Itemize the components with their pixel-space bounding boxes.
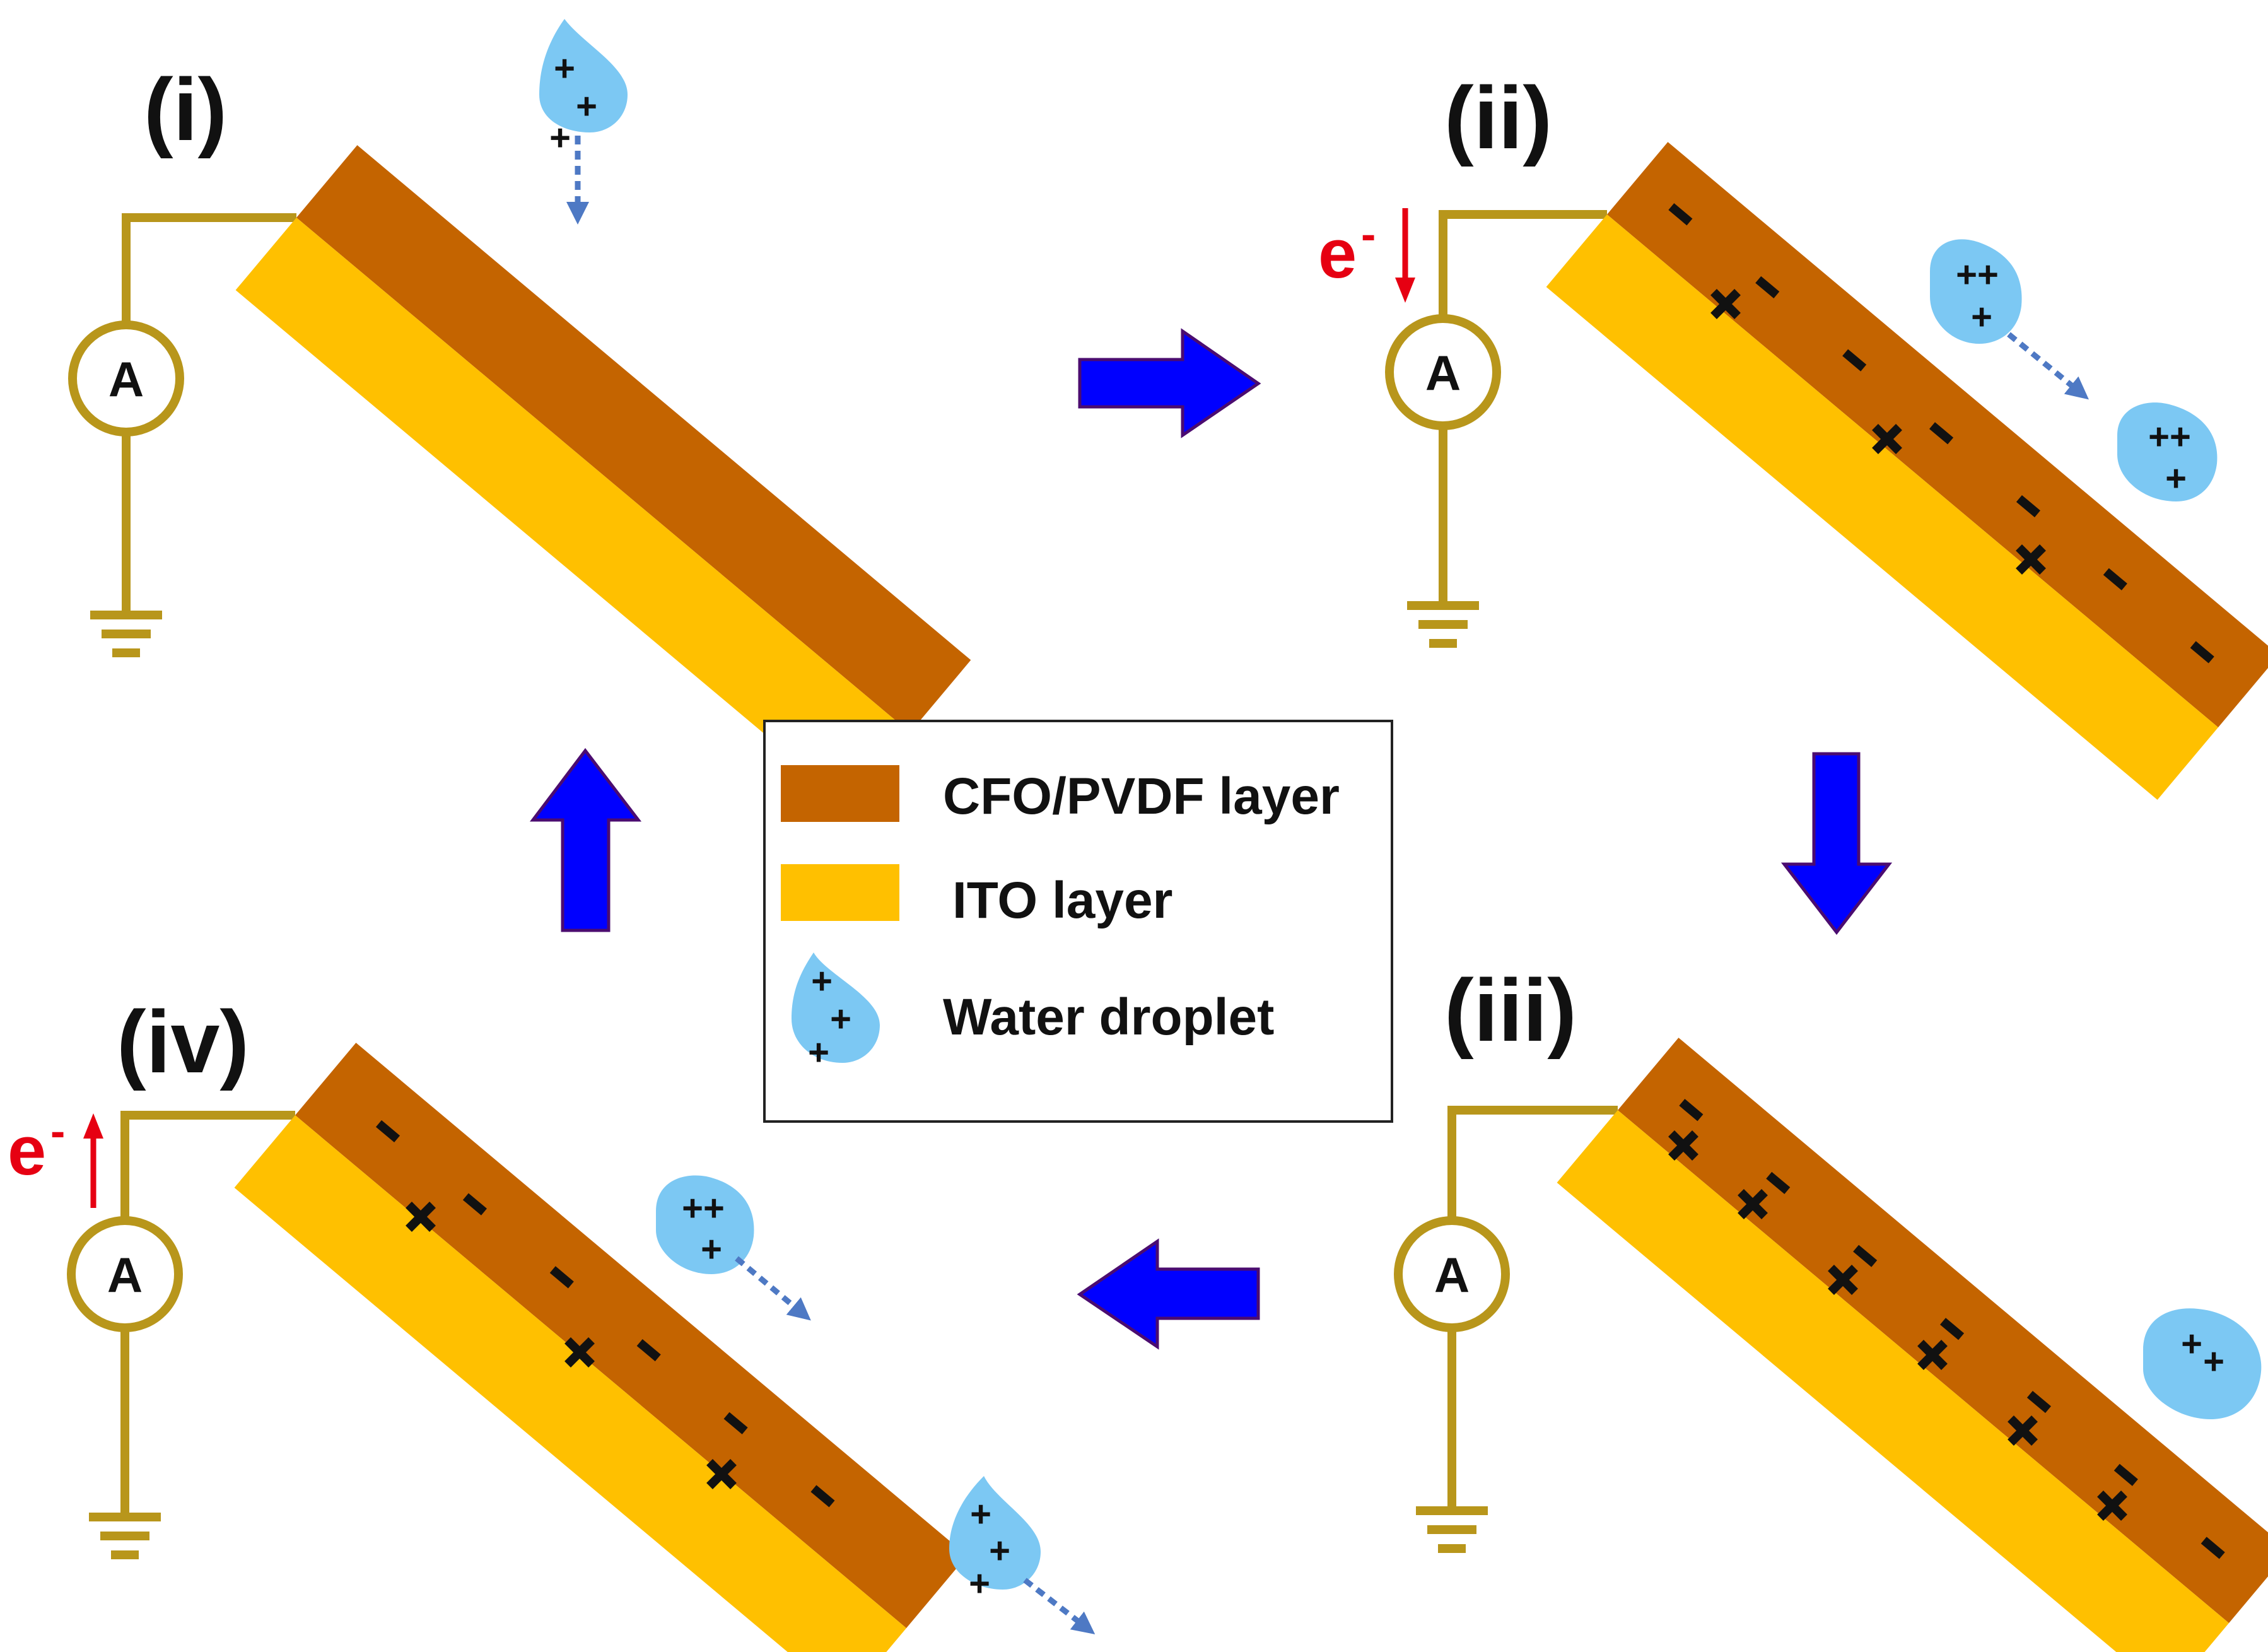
svg-text:e: e (8, 1112, 46, 1190)
water-droplet: + + + (949, 1476, 1041, 1604)
svg-text:+: + (969, 1563, 990, 1604)
electron-flow-up: e - (8, 1106, 103, 1208)
panel-iii: (iii) A (1394, 961, 2268, 1652)
legend-label-droplet: Water droplet (943, 988, 1274, 1046)
ito-layer (235, 218, 910, 805)
svg-text:e: e (1318, 215, 1357, 293)
ammeter-label: A (1434, 1247, 1470, 1303)
electron-flow-down: e - (1318, 208, 1415, 303)
svg-text:+: + (549, 117, 571, 158)
ammeter (68, 320, 184, 436)
panel-label-iv: (iv) (117, 992, 249, 1091)
svg-text:+: + (830, 999, 851, 1040)
ammeter-label: A (107, 1247, 143, 1303)
svg-text:+: + (554, 48, 575, 89)
legend: CFO/PVDF layer ITO layer + + + Water dro… (763, 720, 1393, 1123)
svg-text:+: + (576, 86, 597, 127)
legend-label-ito: ITO layer (952, 872, 1172, 929)
arrow-down-icon (1780, 752, 1893, 935)
legend-label-cfo: CFO/PVDF layer (943, 768, 1340, 825)
svg-text:++: ++ (2148, 416, 2191, 457)
panel-label-iii: (iii) (1444, 961, 1577, 1060)
panel-i: (i) A + + + (68, 19, 971, 805)
positive-charges-ito (1668, 1130, 2127, 1521)
svg-text:+: + (808, 1032, 829, 1073)
layer-stack-iv (234, 1043, 967, 1652)
cycle-arrows (529, 328, 1893, 1350)
ammeter (67, 1216, 183, 1332)
legend-droplet-icon: + + + (792, 952, 880, 1073)
svg-text:+: + (989, 1530, 1010, 1571)
ammeter (1394, 1216, 1510, 1332)
panel-label-i: (i) (144, 60, 227, 159)
svg-text:+: + (701, 1229, 722, 1270)
water-droplet: + + (2143, 1308, 2262, 1419)
panel-iv: (iv) A e - (8, 992, 1096, 1652)
negative-charges (375, 1120, 835, 1508)
arrow-right-icon (1078, 328, 1261, 438)
droplet-flow-arrow (2007, 332, 2089, 400)
arrow-up-icon (529, 747, 642, 932)
layer-stack-iii (1557, 1038, 2268, 1652)
circuit-ii (1385, 210, 1607, 648)
positive-charges-ito (406, 1202, 737, 1489)
svg-text:+: + (2181, 1323, 2202, 1364)
negative-charges (1668, 203, 2214, 664)
circuit-iii (1394, 1106, 1618, 1553)
svg-text:++: ++ (1956, 254, 1999, 295)
legend-swatch-cfo (781, 765, 899, 822)
arrow-up-icon (83, 1113, 103, 1139)
cfo-pvdf-layer (295, 1043, 967, 1629)
ammeter-label: A (108, 351, 144, 407)
panel-label-ii: (ii) (1444, 68, 1552, 167)
negative-charges (1679, 1099, 2225, 1559)
arrow-down-icon (1395, 278, 1415, 303)
svg-text:+: + (2203, 1341, 2224, 1382)
svg-text:-: - (50, 1106, 65, 1156)
layer-stack-i (235, 145, 971, 805)
droplet-flow-arrow (1023, 1578, 1096, 1635)
water-droplet: ++ + (656, 1175, 754, 1274)
layer-stack-ii (1546, 142, 2268, 800)
ammeter (1385, 314, 1501, 430)
wire-top (122, 213, 296, 325)
water-droplet: + + + (539, 19, 628, 158)
legend-swatch-ito (781, 864, 899, 921)
ito-layer (1546, 214, 2219, 800)
circuit-i (68, 213, 296, 657)
ammeter-label: A (1425, 345, 1461, 401)
positive-charges-ito (1710, 289, 2046, 575)
svg-text:-: - (1361, 209, 1376, 259)
svg-text:+: + (2165, 458, 2187, 499)
svg-text:+: + (1971, 296, 1992, 337)
circuit-iv (67, 1111, 295, 1559)
svg-text:++: ++ (682, 1188, 725, 1229)
droplet-flow-arrow (735, 1256, 811, 1321)
water-droplet: ++ + (2117, 402, 2218, 501)
ito-layer (1557, 1110, 2230, 1652)
arrow-left-icon (1077, 1238, 1260, 1350)
svg-text:+: + (811, 961, 833, 1002)
panel-ii: (ii) A e - (1318, 68, 2268, 800)
svg-text:+: + (970, 1494, 991, 1535)
ito-layer (234, 1115, 907, 1652)
cfo-pvdf-layer (296, 145, 971, 733)
water-droplet: ++ + (1930, 239, 2022, 344)
